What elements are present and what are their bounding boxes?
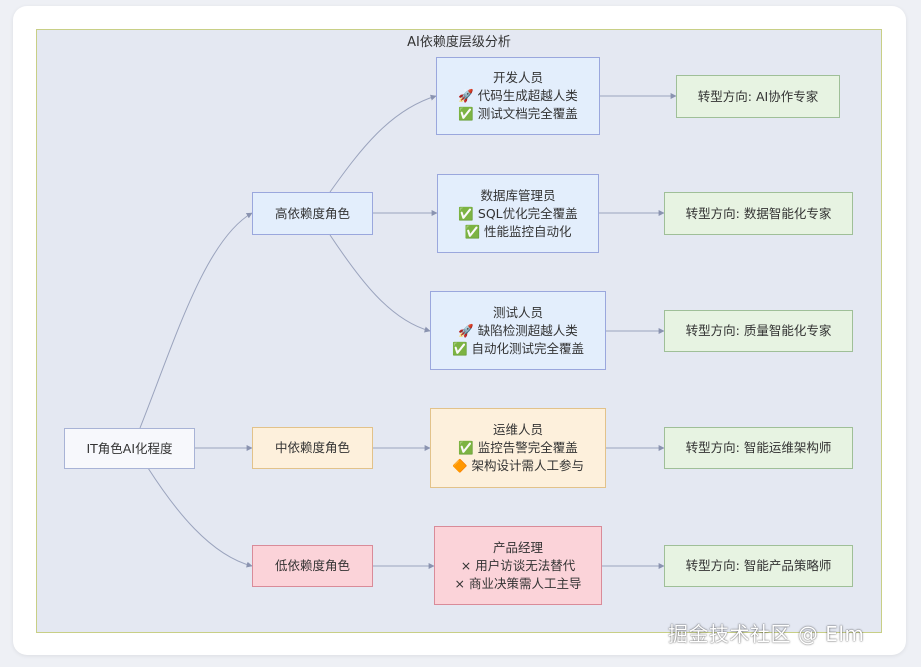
transition-pm-node: 转型方向: 智能产品策略师 xyxy=(664,545,853,587)
role-qa-title: 测试人员 xyxy=(492,304,543,320)
transition-dba-label: 转型方向: 数据智能化专家 xyxy=(685,205,832,221)
level-low-node: 低依赖度角色 xyxy=(252,545,373,587)
transition-dba-node: 转型方向: 数据智能化专家 xyxy=(664,192,853,235)
role-qa-node: 测试人员 🚀 缺陷检测超越人类 ✅ 自动化测试完全覆盖 xyxy=(430,291,606,370)
role-ops-line2: 🔶 架构设计需人工参与 xyxy=(451,458,585,473)
watermark-text: 掘金技术社区 @ Elm xyxy=(668,622,865,646)
edge-high-dev xyxy=(329,94,437,193)
root-label: IT角色AI化程度 xyxy=(86,440,173,456)
role-dev-line2: ✅ 测试文档完全覆盖 xyxy=(458,106,578,121)
edge-root-high xyxy=(139,212,253,429)
transition-pm-label: 转型方向: 智能产品策略师 xyxy=(685,558,832,573)
transition-qa-label: 转型方向: 质量智能化专家 xyxy=(685,323,832,338)
transition-ops-node: 转型方向: 智能运维架构师 xyxy=(664,427,853,469)
transition-dev-label: 转型方向: AI协作专家 xyxy=(697,88,819,104)
transition-dev-node: 转型方向: AI协作专家 xyxy=(676,75,840,118)
root-node: IT角色AI化程度 xyxy=(64,428,195,469)
level-high-label: 高依赖度角色 xyxy=(274,205,350,221)
role-dev-node: 开发人员 🚀 代码生成超越人类 ✅ 测试文档完全覆盖 xyxy=(436,57,600,135)
role-ops-node: 运维人员 ✅ 监控告警完全覆盖 🔶 架构设计需人工参与 xyxy=(430,408,606,488)
level-high-node: 高依赖度角色 xyxy=(252,192,373,235)
transition-qa-node: 转型方向: 质量智能化专家 xyxy=(664,310,853,352)
transition-ops-label: 转型方向: 智能运维架构师 xyxy=(685,440,832,455)
role-dba-line2: ✅ 性能监控自动化 xyxy=(464,223,572,239)
role-qa-line1: 🚀 缺陷检测超越人类 xyxy=(458,322,578,338)
role-dba-line1: ✅ SQL优化完全覆盖 xyxy=(458,205,578,221)
role-pm-line1: × 用户访谈无法替代 xyxy=(460,557,576,573)
edge-high-qa xyxy=(329,234,431,333)
subgraph-title: AI依赖度层级分析 xyxy=(407,35,511,50)
role-ops-title: 运维人员 xyxy=(492,422,543,437)
role-dev-line1: 🚀 代码生成超越人类 xyxy=(458,88,578,103)
role-pm-node: 产品经理 × 用户访谈无法替代 × 商业决策需人工主导 xyxy=(434,526,602,605)
level-mid-label: 中依赖度角色 xyxy=(274,440,350,455)
role-ops-line1: ✅ 监控告警完全覆盖 xyxy=(458,440,578,455)
edge-root-low xyxy=(147,467,253,568)
level-low-label: 低依赖度角色 xyxy=(274,558,350,573)
role-qa-line2: ✅ 自动化测试完全覆盖 xyxy=(451,340,585,356)
role-pm-title: 产品经理 xyxy=(492,539,543,555)
role-dev-title: 开发人员 xyxy=(492,70,543,85)
role-dba-title: 数据库管理员 xyxy=(480,187,556,203)
role-dba-node: 数据库管理员 ✅ SQL优化完全覆盖 ✅ 性能监控自动化 xyxy=(437,174,599,253)
level-mid-node: 中依赖度角色 xyxy=(252,427,373,469)
role-pm-line2: × 商业决策需人工主导 xyxy=(454,575,582,591)
